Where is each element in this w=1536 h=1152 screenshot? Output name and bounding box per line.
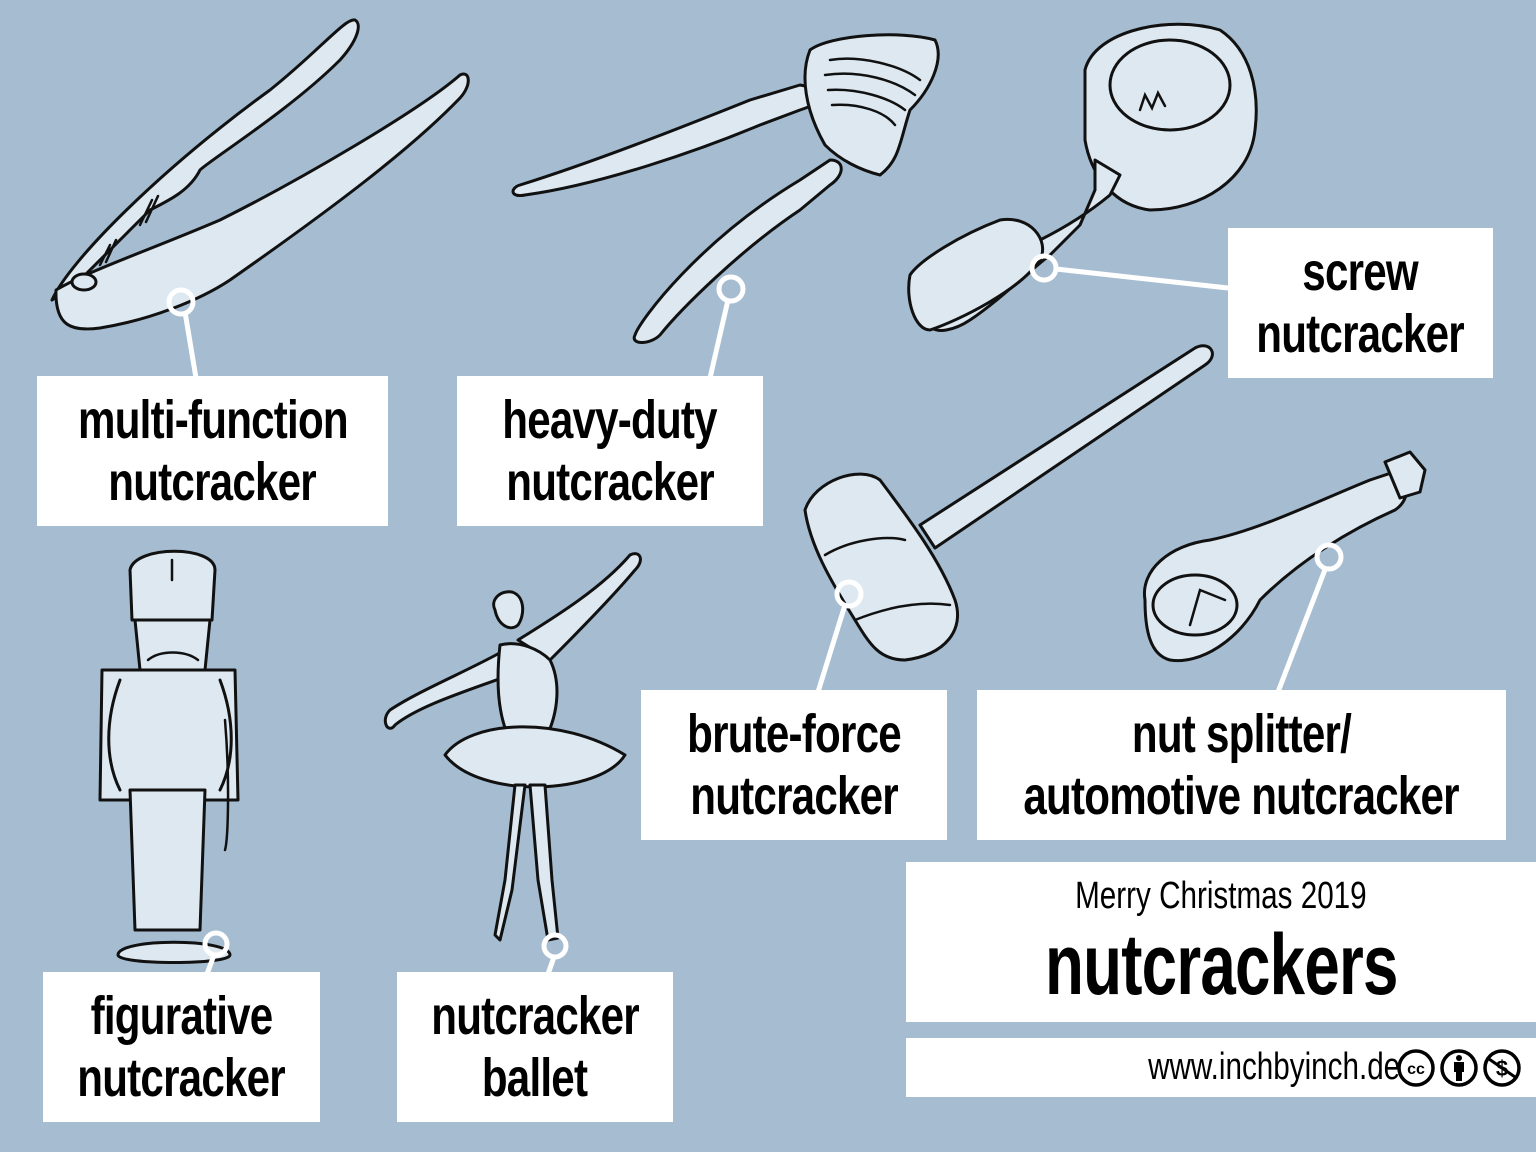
label-line-1: brute-force — [687, 704, 902, 764]
label-line-2: nutcracker — [1256, 304, 1465, 364]
subtitle: Merry Christmas 2019 — [1075, 875, 1367, 917]
label-brute-force-nutcracker: brute-force nutcracker — [641, 690, 947, 840]
figurative-nutcracker-drawing — [98, 549, 240, 964]
label-line-1: heavy-duty — [502, 390, 718, 450]
ballerina-drawing — [383, 552, 642, 942]
cc-icon: cc — [1397, 1048, 1435, 1087]
label-heavy-duty-nutcracker: heavy-duty nutcracker — [457, 376, 763, 526]
license-badges: cc $ — [1396, 1048, 1522, 1088]
label-line-2: nutcracker — [108, 452, 317, 512]
label-line-2: nutcracker — [690, 766, 898, 826]
label-nut-splitter: nut splitter/ automotive nutcracker — [977, 690, 1506, 840]
brute-force-nutcracker-drawing — [803, 344, 1214, 662]
label-line-1: screw — [1302, 242, 1419, 302]
label-line-1: nutcracker — [431, 986, 639, 1046]
label-line-1: multi-function — [77, 390, 349, 450]
screw-nutcracker-drawing — [907, 22, 1258, 332]
website-link[interactable]: www.inchbyinch.de — [1147, 1046, 1400, 1088]
label-line-2: ballet — [482, 1048, 588, 1108]
label-line-1: figurative — [90, 986, 274, 1046]
heavy-duty-nutcracker-drawing — [511, 33, 940, 344]
noncommercial-icon: $ — [1483, 1048, 1521, 1087]
label-line-2: nutcracker — [506, 452, 714, 512]
footer: www.inchbyinch.de cc $ — [906, 1038, 1536, 1097]
connectors — [166, 253, 1344, 975]
title-box: Merry Christmas 2019 nutcrackers — [906, 862, 1536, 1022]
multi-function-nutcracker-drawing — [50, 18, 470, 331]
label-multi-function-nutcracker: multi-function nutcracker — [37, 376, 388, 526]
label-nutcracker-ballet: nutcracker ballet — [397, 972, 673, 1122]
page-title: nutcrackers — [1044, 917, 1398, 1013]
by-attribution-icon — [1440, 1048, 1478, 1087]
svg-text:cc: cc — [1407, 1061, 1425, 1078]
nut-splitter-drawing — [1142, 450, 1427, 663]
label-line-2: automotive nutcracker — [1023, 766, 1460, 826]
label-line-2: nutcracker — [77, 1048, 286, 1108]
label-screw-nutcracker: screw nutcracker — [1228, 228, 1493, 378]
label-figurative-nutcracker: figurative nutcracker — [43, 972, 320, 1122]
label-line-1: nut splitter/ — [1131, 704, 1352, 764]
